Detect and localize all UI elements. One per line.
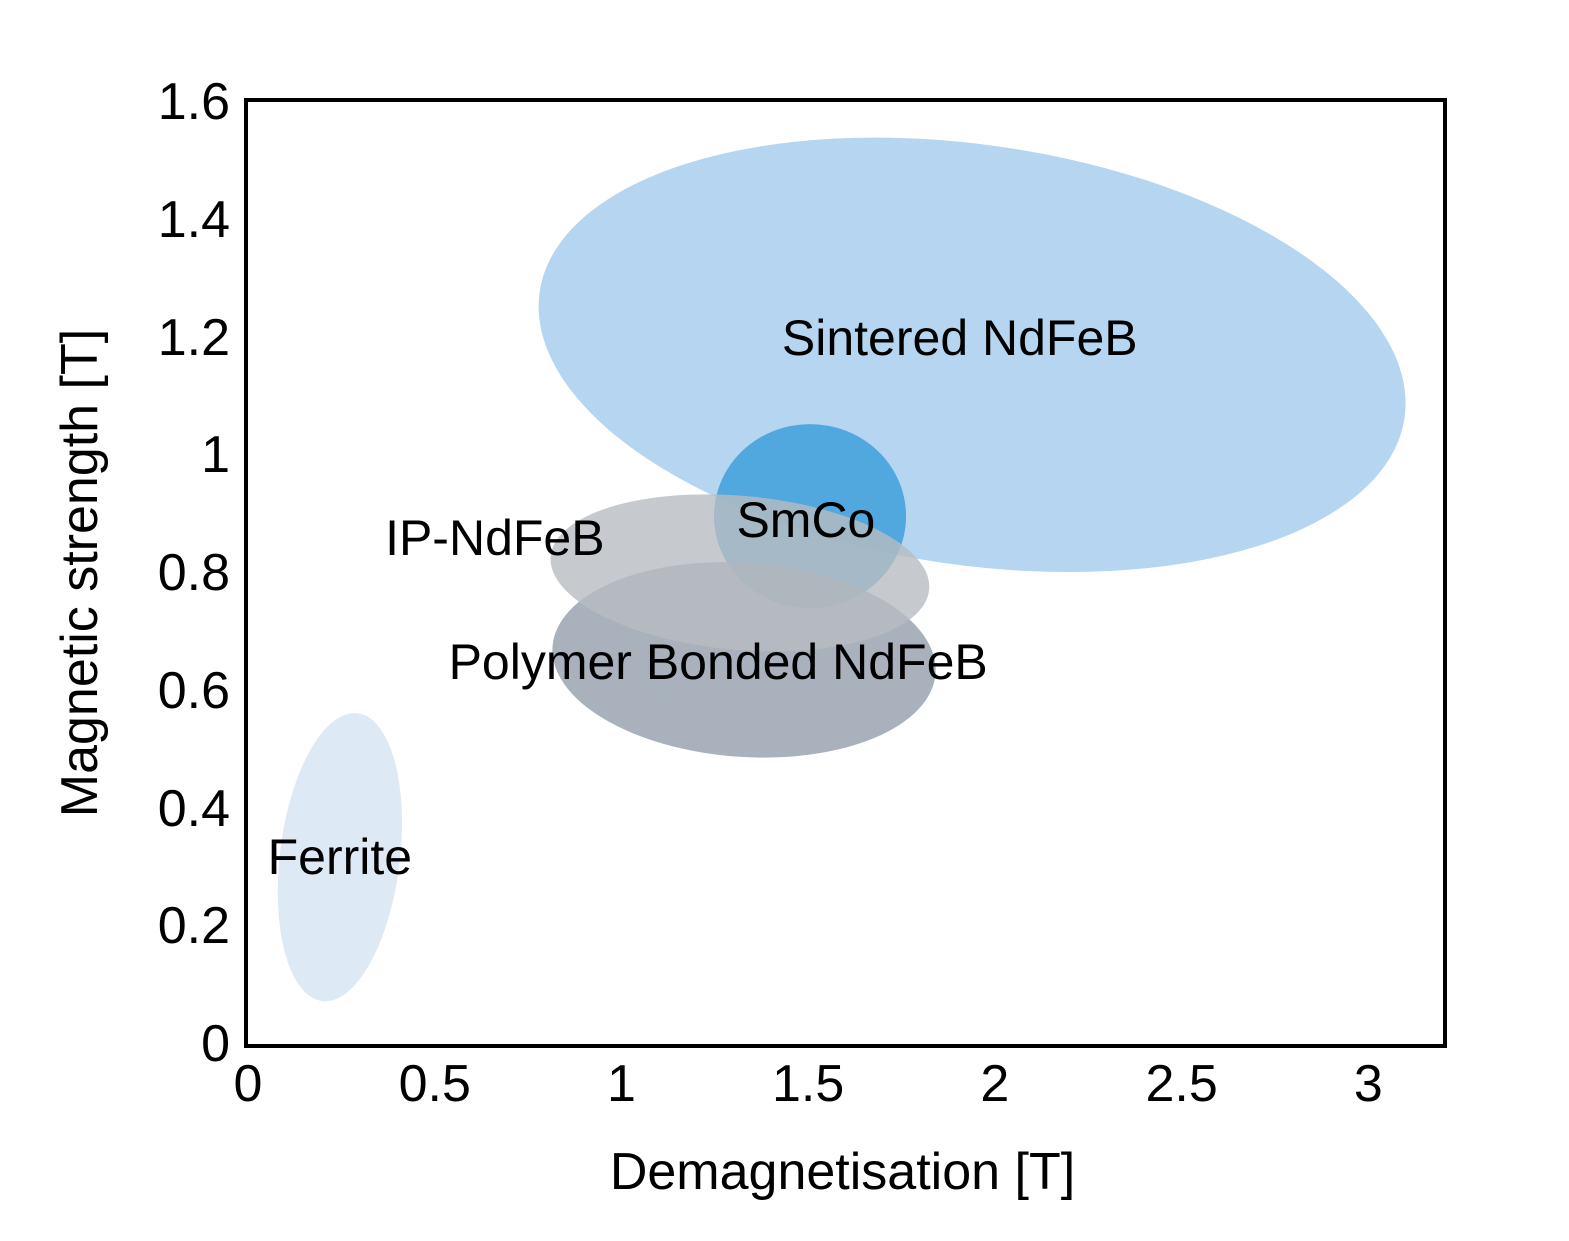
y-tick-label-0: 0 (201, 1015, 230, 1073)
y-axis-title: Magnetic strength [T] (51, 328, 109, 818)
region-label-sintered-ndfeb: Sintered NdFeB (781, 310, 1138, 367)
x-tick-label-0.5: 0.5 (398, 1055, 471, 1113)
region-label-ip-ndfeb: IP-NdFeB (385, 510, 605, 567)
y-tick-label-0.2: 0.2 (157, 897, 230, 956)
y-tick-label-0.4: 0.4 (157, 779, 230, 838)
y-tick-label-0.8: 0.8 (157, 544, 230, 602)
y-tick-label-0.6: 0.6 (157, 661, 230, 720)
y-tick-label-1.2: 1.2 (157, 308, 230, 367)
x-tick-label-3: 3 (1353, 1055, 1383, 1113)
region-label-smco: SmCo (736, 492, 876, 548)
y-tick-label-1.6: 1.6 (157, 73, 230, 131)
y-tick-label-1.4: 1.4 (157, 190, 230, 249)
x-tick-label-1: 1 (606, 1055, 636, 1113)
x-tick-label-2: 2 (980, 1055, 1010, 1113)
x-tick-label-2.5: 2.5 (1145, 1055, 1218, 1113)
x-tick-label-0: 0 (233, 1055, 263, 1113)
x-tick-label-1.5: 1.5 (772, 1055, 845, 1113)
y-tick-label-1: 1 (201, 426, 230, 485)
region-label-ferrite: Ferrite (267, 828, 413, 885)
region-label-polymer-bonded-ndfeb: Polymer Bonded NdFeB (448, 633, 988, 690)
x-axis-title: Demagnetisation [T] (609, 1143, 1076, 1201)
